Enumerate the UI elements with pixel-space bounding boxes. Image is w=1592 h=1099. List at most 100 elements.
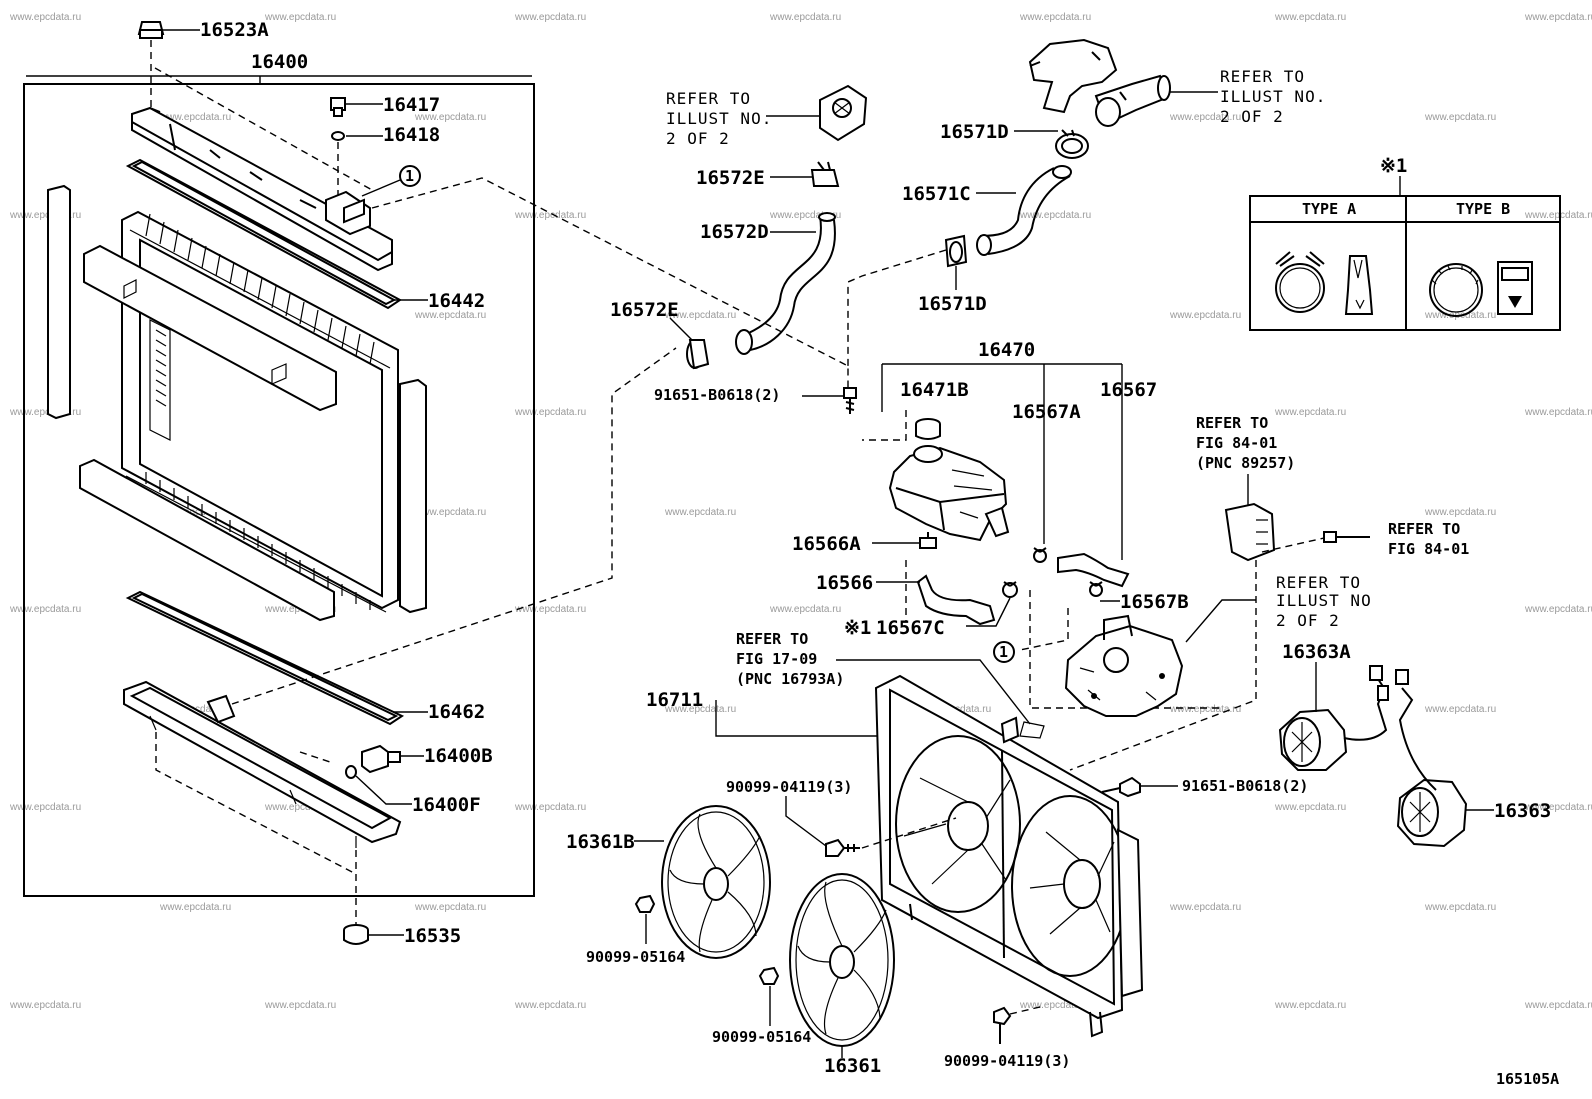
label-16567: 16567 bbox=[1100, 379, 1157, 401]
callout-circle-1-bot bbox=[993, 641, 1015, 663]
label-16400: 16400 bbox=[251, 51, 308, 73]
svg-text:www.epcdata.ru: www.epcdata.ru bbox=[1169, 112, 1241, 123]
clamp-16571d-mid bbox=[944, 234, 968, 268]
svg-text:www.epcdata.ru: www.epcdata.ru bbox=[9, 407, 81, 418]
label-16363: 16363 bbox=[1494, 800, 1551, 822]
label-16567c: 16567C bbox=[876, 617, 945, 639]
ref-relay-3: (PNC 89257) bbox=[1196, 454, 1295, 472]
dash-screw-bot bbox=[1009, 1005, 1045, 1015]
label-90099-05164-b: 90099-05164 bbox=[712, 1028, 811, 1046]
label-16361: 16361 bbox=[824, 1055, 881, 1077]
svg-text:www.epcdata.ru: www.epcdata.ru bbox=[1274, 1000, 1346, 1011]
svg-text:www.epcdata.ru: www.epcdata.ru bbox=[1424, 704, 1496, 715]
label-16400b: 16400B bbox=[424, 745, 493, 767]
dash-lower-hose bbox=[231, 347, 677, 705]
label-16363a: 16363A bbox=[1282, 641, 1351, 663]
label-16566: 16566 bbox=[816, 572, 873, 594]
svg-text:www.epcdata.ru: www.epcdata.ru bbox=[769, 210, 841, 221]
grommet-16566a bbox=[919, 532, 937, 549]
ref-pump-2: ILLUST NO bbox=[1276, 591, 1372, 610]
svg-text:www.epcdata.ru: www.epcdata.ru bbox=[414, 507, 486, 518]
dash-reservoir bbox=[862, 410, 907, 622]
label-16566a: 16566A bbox=[792, 533, 861, 555]
svg-text:www.epcdata.ru: www.epcdata.ru bbox=[9, 210, 81, 221]
label-91651-top: 91651-B0618(2) bbox=[654, 386, 780, 404]
svg-text:www.epcdata.ru: www.epcdata.ru bbox=[1424, 112, 1496, 123]
svg-text:www.epcdata.ru: www.epcdata.ru bbox=[514, 802, 586, 813]
label-16571d-top: 16571D bbox=[940, 121, 1009, 143]
svg-text:www.epcdata.ru: www.epcdata.ru bbox=[9, 802, 81, 813]
clamp-table-mark: ※1 bbox=[1380, 155, 1407, 177]
svg-text:www.epcdata.ru: www.epcdata.ru bbox=[514, 407, 586, 418]
svg-text:www.epcdata.ru: www.epcdata.ru bbox=[514, 1000, 586, 1011]
leader-shroud-ref bbox=[836, 659, 1031, 725]
svg-text:www.epcdata.ru: www.epcdata.ru bbox=[1524, 210, 1592, 221]
left-support bbox=[47, 184, 71, 420]
ref-pump-3: 2 OF 2 bbox=[1276, 611, 1340, 630]
label-90099-05164-a: 90099-05164 bbox=[586, 948, 685, 966]
drain-cock-16400b bbox=[361, 744, 401, 774]
svg-text:www.epcdata.ru: www.epcdata.ru bbox=[9, 1000, 81, 1011]
screw-90099-04119-bot bbox=[993, 1006, 1012, 1044]
svg-text:www.epcdata.ru: www.epcdata.ru bbox=[159, 902, 231, 913]
svg-text:www.epcdata.ru: www.epcdata.ru bbox=[264, 1000, 336, 1011]
label-16442: 16442 bbox=[428, 290, 485, 312]
clamp-16567a bbox=[1033, 547, 1047, 563]
thermostat-housing bbox=[819, 84, 868, 142]
svg-text:www.epcdata.ru: www.epcdata.ru bbox=[1019, 1000, 1091, 1011]
label-16471b: 16471B bbox=[900, 379, 969, 401]
svg-text:www.epcdata.ru: www.epcdata.ru bbox=[1019, 210, 1091, 221]
label-90099-04119-top: 90099-04119(3) bbox=[726, 778, 852, 796]
svg-text:www.epcdata.ru: www.epcdata.ru bbox=[664, 310, 736, 321]
ref-shroud-3: (PNC 16793A) bbox=[736, 670, 844, 688]
cushion-16535 bbox=[343, 924, 369, 945]
hose-16571c bbox=[979, 167, 1055, 237]
ref-thermo-1: REFER TO bbox=[666, 89, 751, 108]
leader-16470 bbox=[881, 363, 1123, 420]
ref-outlet-3: 2 OF 2 bbox=[1220, 107, 1284, 126]
ref-conn-1: REFER TO bbox=[1388, 520, 1460, 538]
svg-text:www.epcdata.ru: www.epcdata.ru bbox=[514, 604, 586, 615]
type-a-header: TYPE A bbox=[1302, 200, 1356, 218]
ref-conn-2: FIG 84-01 bbox=[1388, 540, 1469, 558]
right-support bbox=[399, 378, 427, 614]
dash-screw-top bbox=[861, 817, 957, 849]
diagram-id: 165105A bbox=[1496, 1070, 1559, 1088]
svg-text:www.epcdata.ru: www.epcdata.ru bbox=[1524, 407, 1592, 418]
svg-text:www.epcdata.ru: www.epcdata.ru bbox=[1274, 802, 1346, 813]
label-16572e-mid: 16572E bbox=[610, 299, 679, 321]
label-16567b: 16567B bbox=[1120, 591, 1189, 613]
svg-text:www.epcdata.ru: www.epcdata.ru bbox=[1274, 407, 1346, 418]
label-16470: 16470 bbox=[978, 339, 1035, 361]
reservoir-cap-16471b bbox=[915, 418, 941, 440]
gasket-16418 bbox=[331, 131, 345, 141]
water-inlet-housing bbox=[1064, 614, 1184, 717]
callout-circle-1-top bbox=[399, 165, 421, 187]
label-16535: 16535 bbox=[404, 925, 461, 947]
svg-text:www.epcdata.ru: www.epcdata.ru bbox=[1019, 12, 1091, 23]
water-outlet bbox=[1028, 38, 1171, 127]
svg-text:www.epcdata.ru: www.epcdata.ru bbox=[664, 704, 736, 715]
svg-text:www.epcdata.ru: www.epcdata.ru bbox=[9, 604, 81, 615]
fan-16361b bbox=[661, 805, 771, 959]
dash-drain bbox=[299, 751, 331, 763]
clamp-16567c bbox=[1002, 581, 1018, 598]
reservoir-tank bbox=[888, 445, 1010, 542]
label-16567a: 16567A bbox=[1012, 401, 1081, 423]
dash-relay bbox=[1069, 537, 1325, 771]
ref-thermo-2: ILLUST NO. bbox=[666, 109, 772, 128]
ref-pump-1: REFER TO bbox=[1276, 573, 1361, 592]
hose-16572d bbox=[741, 215, 822, 337]
hose-16572d-edge bbox=[749, 219, 836, 351]
ref-thermo-3: 2 OF 2 bbox=[666, 129, 730, 148]
dash-upper-outlet bbox=[847, 249, 947, 366]
ref-relay-2: FIG 84-01 bbox=[1196, 434, 1277, 452]
svg-text:www.epcdata.ru: www.epcdata.ru bbox=[264, 802, 336, 813]
clamp-16571d-top bbox=[1055, 129, 1089, 159]
lower-tank bbox=[123, 680, 402, 848]
hose-16567 bbox=[1057, 552, 1130, 588]
fan-16361 bbox=[789, 873, 895, 1047]
svg-text:www.epcdata.ru: www.epcdata.ru bbox=[414, 902, 486, 913]
label-90099-04119-bot: 90099-04119(3) bbox=[944, 1052, 1070, 1070]
